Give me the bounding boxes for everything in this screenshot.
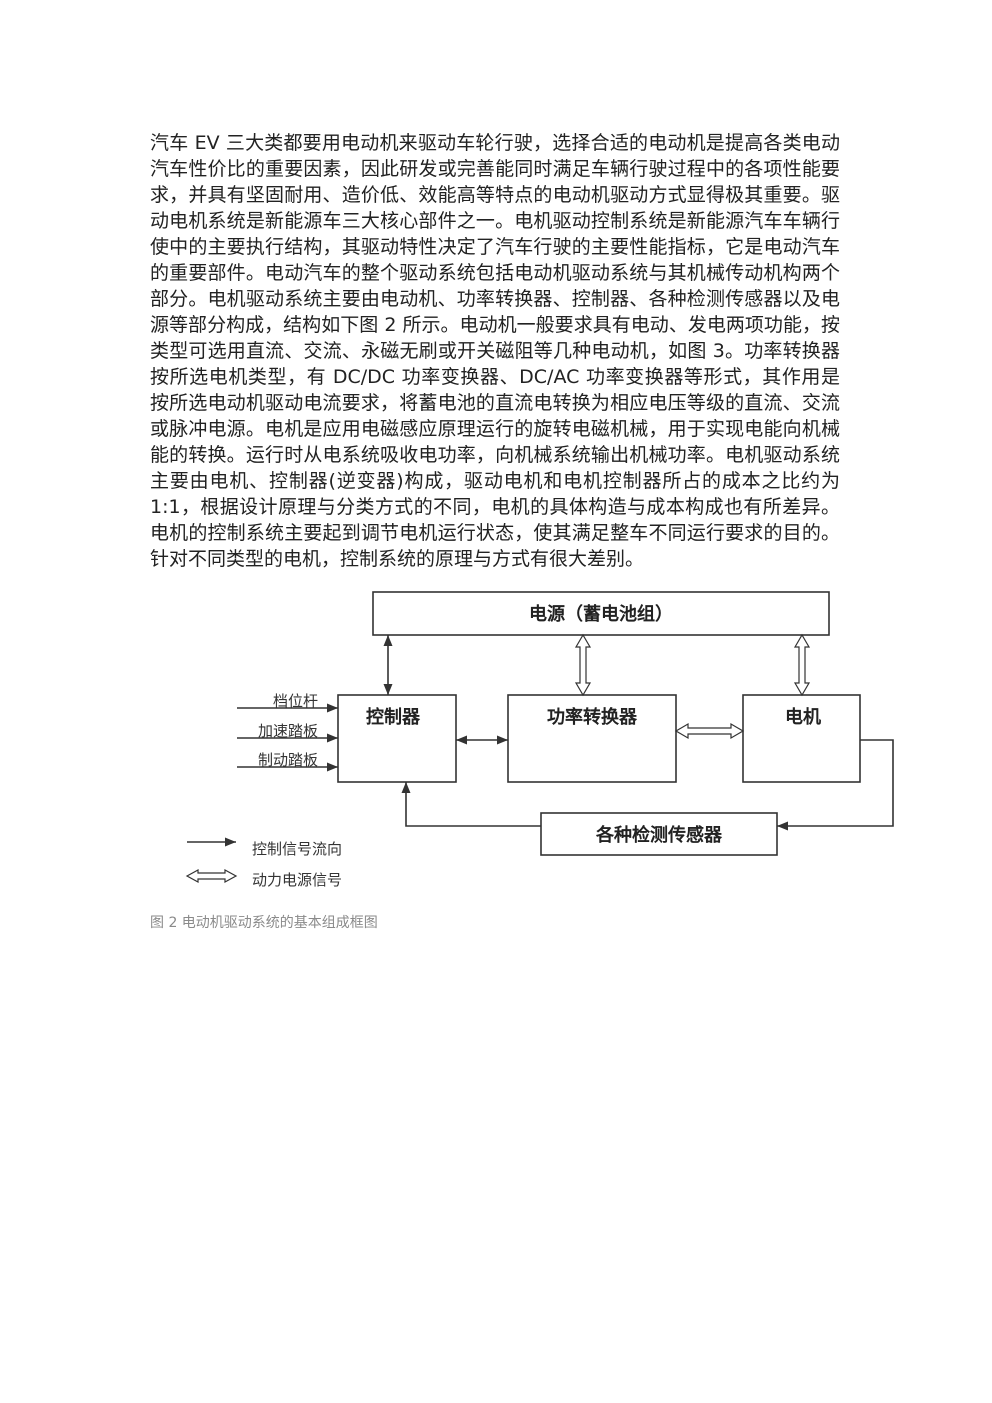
block-diagram-svg: 电源（蓄电池组） 控制器 功率转换器 电机 各种检测传感器 档位杆	[185, 591, 894, 889]
power-box	[372, 591, 830, 636]
paragraph-line: 针对不同类型的电机，控制系统的原理与方式有很大差别。	[150, 548, 645, 570]
paragraph-line: 按所选电动机驱动电流要求，将蓄电池的直流电转换为相应电压等级的直流、交流	[150, 392, 840, 414]
power-label: 电源（蓄电池组）	[529, 603, 673, 625]
figure-caption: 图 2 电动机驱动系统的基本组成框图	[150, 915, 378, 931]
paragraph-line: 的重要部件。电动汽车的整个驱动系统包括电动机驱动系统与其机械传动机构两个	[150, 262, 840, 284]
motor-box	[742, 694, 861, 783]
converter-motor-arrow	[674, 722, 745, 740]
paragraph-line: 汽车 EV 三大类都要用电动机来驱动车轮行驶，选择合适的电动机是提高各类电动	[150, 132, 840, 154]
input-label-brake: 制动踏板	[258, 751, 318, 769]
paragraph-line: 能的转换。运行时从电系统吸收电功率，向机械系统输出机械功率。电机驱动系统	[150, 444, 840, 466]
sensors-box	[540, 812, 778, 856]
controller-box	[337, 694, 457, 783]
motor-sensors-arrow	[777, 739, 894, 831]
converter-label: 功率转换器	[547, 706, 638, 728]
paragraph-line: 汽车性价比的重要因素，因此研发或完善能同时满足车辆行驶过程中的各项性能要	[150, 158, 840, 180]
legend-hollow-arrow	[185, 868, 238, 884]
sensors-label: 各种检测传感器	[595, 824, 723, 846]
block-diagram: 电源（蓄电池组） 控制器 功率转换器 电机 各种检测传感器 档位杆	[180, 585, 910, 895]
paragraph-line: 类型可选用直流、交流、永磁无刷或开关磁阻等几种电动机，如图 3。功率转换器	[150, 340, 840, 362]
input-label-accelerator: 加速踏板	[258, 722, 318, 740]
legend-control-signal-label: 控制信号流向	[252, 840, 342, 858]
paragraph-line: 或脉冲电源。电机是应用电磁感应原理运行的旋转电磁机械，用于实现电能向机械	[150, 418, 840, 440]
paragraph-line: 部分。电机驱动系统主要由电动机、功率转换器、控制器、各种检测传感器以及电	[150, 288, 840, 310]
power-converter-arrow	[574, 633, 592, 697]
paragraph-line: 按所选电机类型，有 DC/DC 功率变换器、DC/AC 功率变换器等形式，其作用…	[150, 366, 840, 388]
input-label-gear-lever: 档位杆	[273, 692, 318, 710]
motor-label: 电机	[785, 706, 821, 728]
converter-box	[507, 694, 677, 783]
paragraph-line: 主要由电机、控制器(逆变器)构成，驱动电机和电机控制器所占的成本之比约为	[150, 470, 840, 492]
paragraph-line: 使中的主要执行结构，其驱动特性决定了汽车行驶的主要性能指标，它是电动汽车	[150, 236, 840, 258]
paragraph-line: 源等部分构成，结构如下图 2 所示。电动机一般要求具有电动、发电两项功能，按	[150, 314, 840, 336]
legend-power-signal-label: 动力电源信号	[252, 871, 342, 889]
paragraph-line: 1:1，根据设计原理与分类方式的不同，电机的具体构造与成本构成也有所差异。	[150, 496, 840, 518]
controller-label: 控制器	[366, 706, 421, 728]
power-motor-arrow	[793, 633, 811, 697]
sensors-controller-arrow	[401, 782, 541, 827]
body-paragraph: 汽车 EV 三大类都要用电动机来驱动车轮行驶，选择合适的电动机是提高各类电动 汽…	[150, 130, 840, 572]
paragraph-line: 动电机系统是新能源车三大核心部件之一。电机驱动控制系统是新能源汽车车辆行	[150, 210, 840, 232]
paragraph-line: 求，并具有坚固耐用、造价低、效能高等特点的电动机驱动方式显得极其重要。驱	[150, 184, 840, 206]
paragraph-line: 电机的控制系统主要起到调节电机运行状态，使其满足整车不同运行要求的目的。	[150, 522, 840, 544]
